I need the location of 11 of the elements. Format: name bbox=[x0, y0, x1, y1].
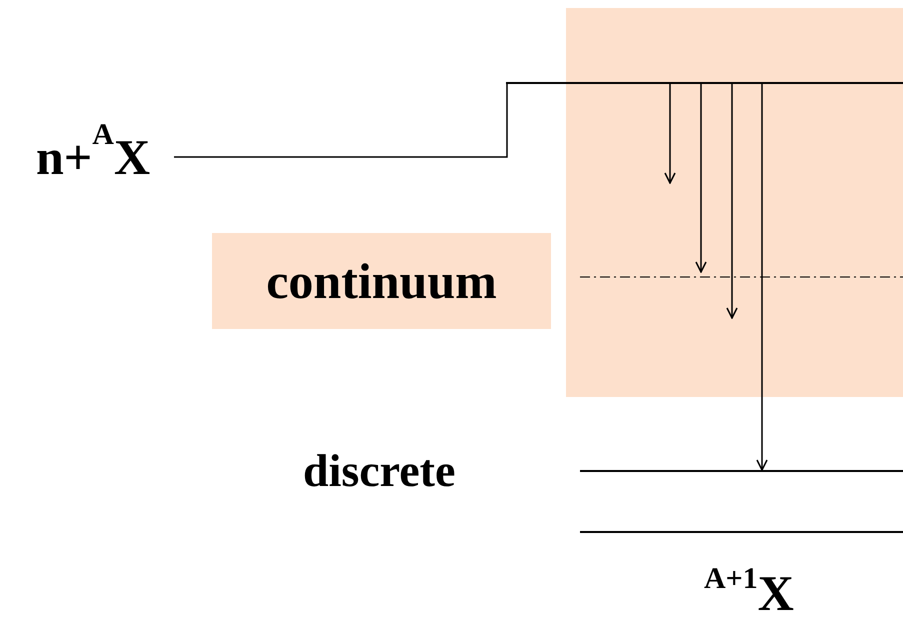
transition-arrow bbox=[695, 84, 707, 273]
energy-level-line bbox=[580, 470, 903, 472]
level-label: discrete bbox=[303, 448, 456, 494]
energy-level-line bbox=[506, 82, 903, 84]
energy-level-line bbox=[580, 531, 903, 533]
transition-arrow bbox=[756, 84, 768, 471]
transition-arrow bbox=[664, 84, 676, 184]
continuum-label: continuum bbox=[212, 233, 551, 329]
connector-line bbox=[174, 84, 508, 158]
transition-arrow bbox=[726, 84, 738, 319]
product-label: $^{A+1}$X bbox=[704, 568, 794, 618]
